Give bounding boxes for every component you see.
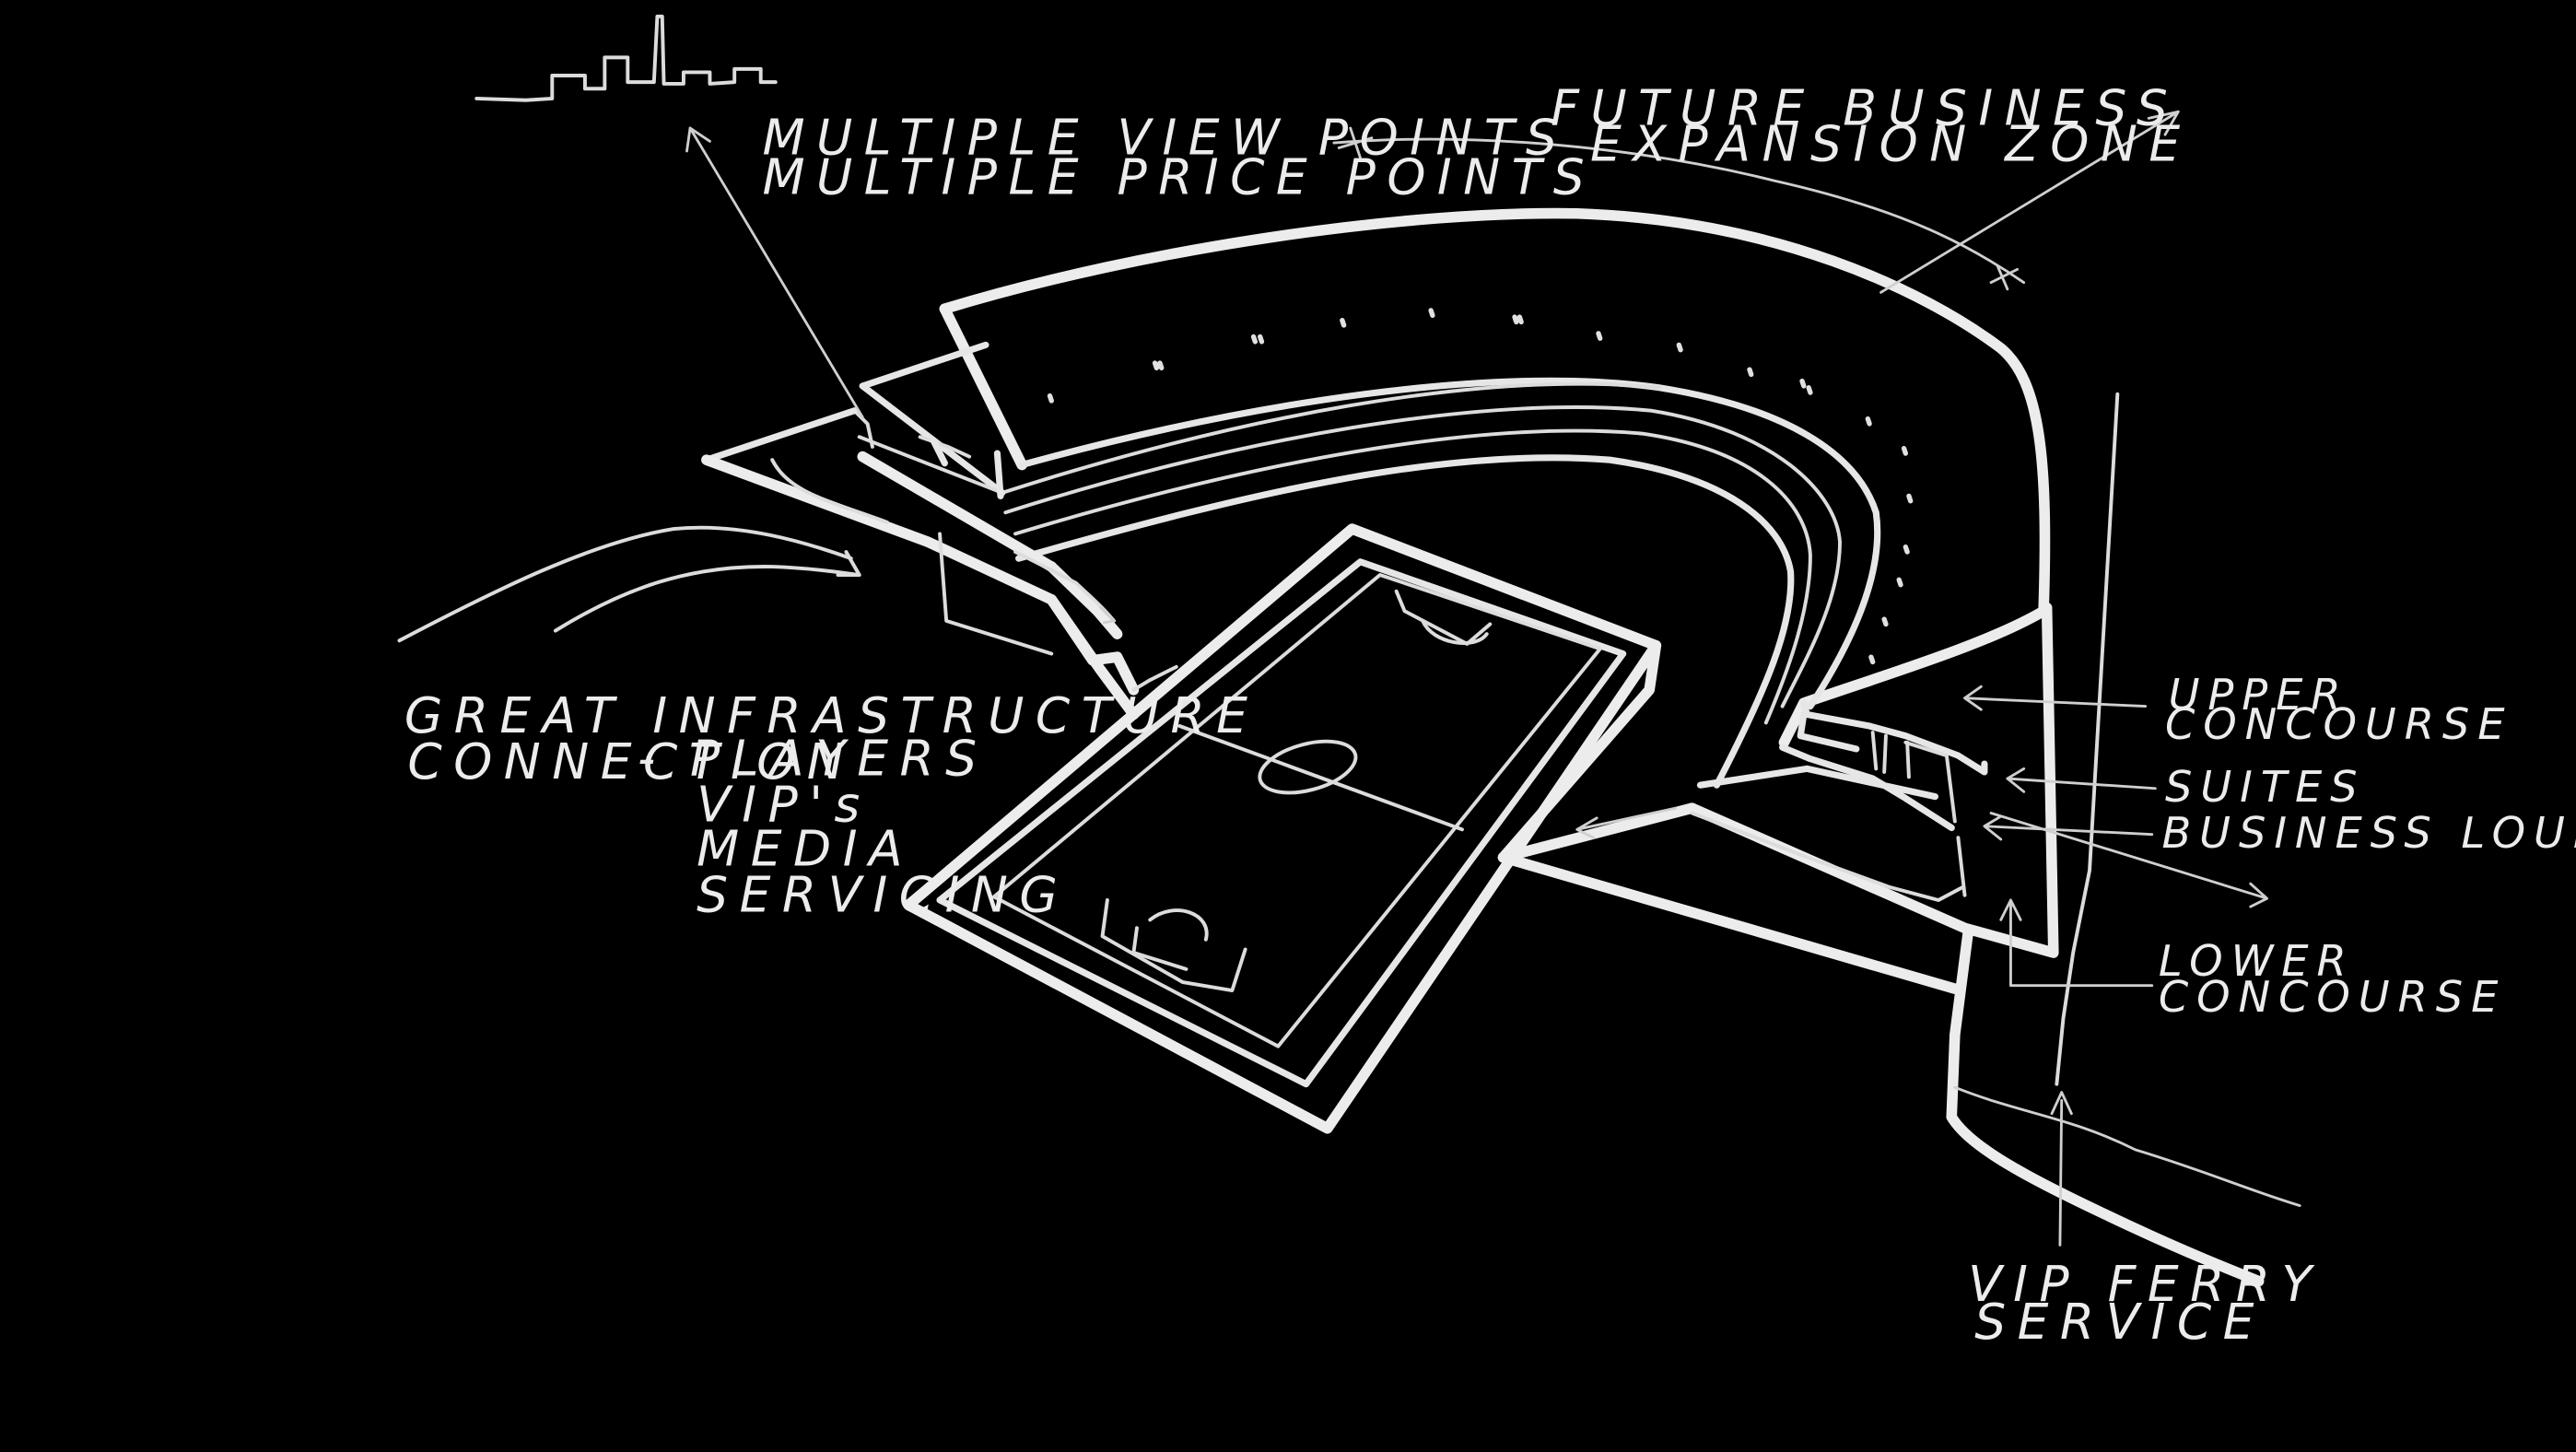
annotation-labels: MULTIPLE VIEW POINTS MULTIPLE PRICE POIN… (404, 78, 2576, 1350)
upper-tier-roof (939, 207, 2051, 748)
label-expansion-zone: EXPANSION ZONE (1590, 115, 2192, 173)
ferry-edge (1946, 392, 2301, 1287)
label-servicing: SERVICING (697, 865, 1069, 923)
label-concourse-lower: CONCOURSE (2159, 972, 2506, 1022)
label-vip-ferry: VIP FERRY (1968, 1255, 2323, 1313)
football-pitch (903, 523, 1662, 1134)
label-players: PLAYERS (690, 729, 989, 787)
label-dash: - (638, 729, 667, 787)
infrastructure-connection (397, 525, 861, 643)
seating-bowl (852, 341, 1842, 789)
seat-marks (1047, 308, 1914, 665)
label-infrastructure-1: GREAT INFRASTRUCTURE (404, 686, 1259, 744)
label-price-points: MULTIPLE PRICE POINTS (763, 147, 1597, 205)
right-concourses (1497, 602, 2059, 995)
label-service: SERVICE (1974, 1293, 2266, 1351)
label-upper: UPPER (2169, 670, 2349, 720)
label-arrows (1963, 685, 2268, 988)
label-business-lounge: BUSINESS LOUNGE (2161, 808, 2576, 858)
city-skyline (474, 14, 778, 102)
expansion-arrows (1332, 110, 2180, 294)
label-lower: LOWER (2159, 936, 2355, 986)
left-platform (701, 407, 1178, 720)
label-future-business: FUTURE BUSINESS (1551, 78, 2179, 136)
label-media: MEDIA (697, 820, 914, 878)
label-view-points: MULTIPLE VIEW POINTS (763, 109, 1569, 167)
label-vips: VIP's (697, 775, 872, 833)
view-points-arrow (685, 126, 864, 419)
label-infrastructure-2: CONNECTION (407, 732, 855, 790)
label-concourse-upper: CONCOURSE (2165, 699, 2512, 749)
label-suites: SUITES (2165, 762, 2366, 812)
